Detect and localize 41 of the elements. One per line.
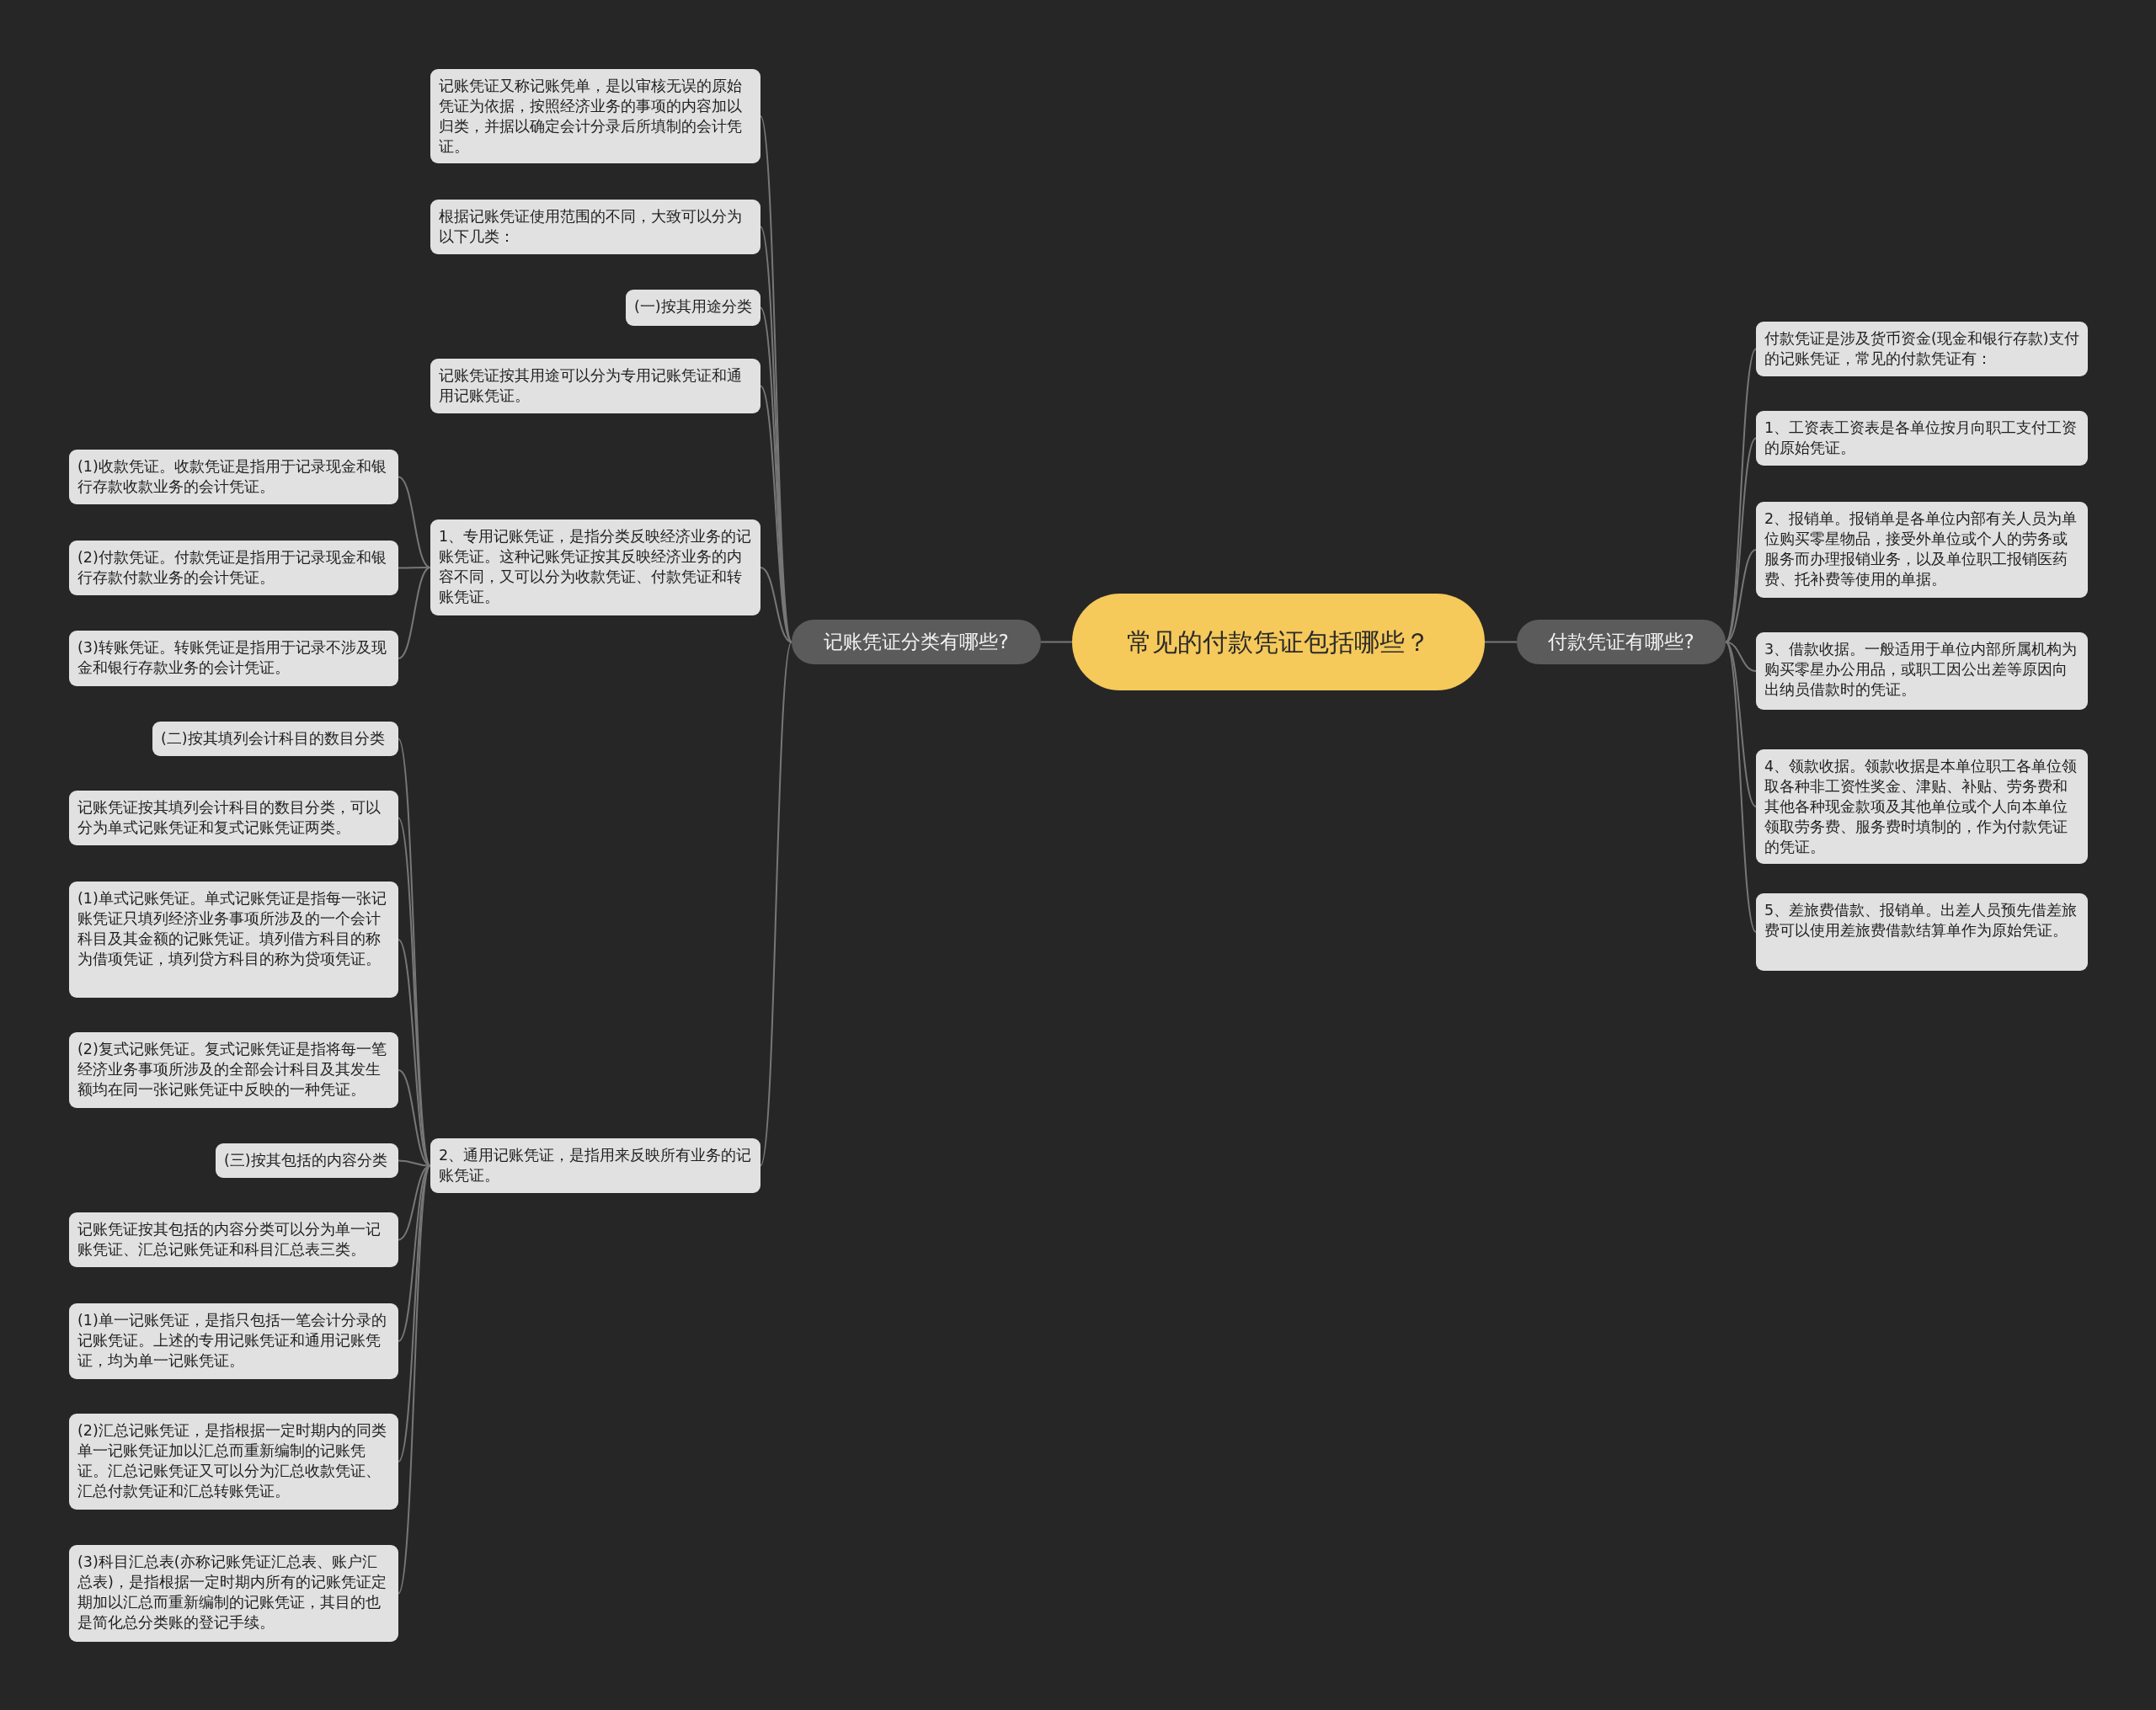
- note-box: (2)付款凭证。付款凭证是指用于记录现金和银行存款付款业务的会计凭证。: [69, 541, 398, 595]
- central-topic: 常见的付款凭证包括哪些？: [1072, 594, 1485, 690]
- connector: [398, 476, 431, 568]
- connector: [1725, 348, 1757, 643]
- connector: [1725, 641, 1757, 933]
- connector: [760, 567, 792, 643]
- note-box: 1、专用记账凭证，是指分类反映经济业务的记账凭证。这种记账凭证按其反映经济业务的内容不同，又可以分为收款凭证、付款凭证和转账凭证。: [430, 519, 760, 615]
- note-box: (三)按其包括的内容分类: [216, 1143, 398, 1178]
- note-box: (1)单一记账凭证，是指只包括一笔会计分录的记账凭证。上述的专用记账凭证和通用记账凭证，均为单一记账凭证。: [69, 1303, 398, 1379]
- note-box: 2、通用记账凭证，是指用来反映所有业务的记账凭证。: [430, 1138, 760, 1193]
- note-box: 记账凭证按其填列会计科目的数目分类，可以分为单式记账凭证和复式记账凭证两类。: [69, 791, 398, 845]
- connector: [398, 567, 431, 659]
- note-box: 记账凭证按其包括的内容分类可以分为单一记账凭证、汇总记账凭证和科目汇总表三类。: [69, 1212, 398, 1267]
- note-box: 3、借款收据。一般适用于单位内部所属机构为购买零星办公用品，或职工因公出差等原因向出纳员借款时的凭证。: [1756, 632, 2088, 710]
- connector: [1725, 437, 1757, 643]
- connector: [1725, 549, 1757, 643]
- note-box: (3)科目汇总表(亦称记账凭证汇总表、账户汇总表)，是指根据一定时期内所有的记账凭证定期加以汇总而重新编制的记账凭证，其目的也是简化总分类账的登记手续。: [69, 1545, 398, 1642]
- topic-pill: 付款凭证有哪些?: [1517, 620, 1726, 664]
- note-box: 记账凭证按其用途可以分为专用记账凭证和通用记账凭证。: [430, 359, 760, 413]
- note-box: 付款凭证是涉及货币资金(现金和银行存款)支付的记账凭证，常见的付款凭证有：: [1756, 322, 2088, 376]
- note-box: (3)转账凭证。转账凭证是指用于记录不涉及现金和银行存款业务的会计凭证。: [69, 631, 398, 686]
- connector: [760, 641, 792, 1167]
- note-box: 4、领款收据。领款收据是本单位职工各单位领取各种非工资性奖金、津贴、补贴、劳务费和其他各种现金款项及其他单位或个人向本单位领取劳务费、服务费时填制的，作为付款凭证的凭证。: [1756, 749, 2088, 864]
- note-box: (2)复式记账凭证。复式记账凭证是指将每一笔经济业务事项所涉及的全部会计科目及其发生额均在同一张记账凭证中反映的一种凭证。: [69, 1032, 398, 1108]
- note-box: (1)收款凭证。收款凭证是指用于记录现金和银行存款收款业务的会计凭证。: [69, 450, 398, 504]
- note-box: 根据记账凭证使用范围的不同，大致可以分为以下几类：: [430, 200, 760, 254]
- connector: [1484, 641, 1518, 643]
- note-box: (二)按其填列会计科目的数目分类: [152, 722, 398, 756]
- connector: [1725, 641, 1757, 672]
- connector: [398, 1164, 431, 1595]
- note-box: 1、工资表工资表是各单位按月向职工支付工资的原始凭证。: [1756, 411, 2088, 466]
- note-box: 2、报销单。报销单是各单位内部有关人员为单位购买零星物品，接受外单位或个人的劳务或服务而办理报销业务，以及单位职工报销医药费、托补费等使用的单据。: [1756, 502, 2088, 598]
- note-box: (1)单式记账凭证。单式记账凭证是指每一张记账凭证只填列经济业务事项所涉及的一个会计科目及其金额的记账凭证。填列借方科目的称为借项凭证，填列贷方科目的称为贷项凭证。: [69, 882, 398, 998]
- topic-pill: 记账凭证分类有哪些?: [792, 620, 1041, 664]
- note-box: 记账凭证又称记账凭单，是以审核无误的原始凭证为依据，按照经济业务的事项的内容加以归类，并据以确定会计分录后所填制的会计凭证。: [430, 69, 760, 163]
- note-box: 5、差旅费借款、报销单。出差人员预先借差旅费可以使用差旅费借款结算单作为原始凭证。: [1756, 893, 2088, 971]
- note-box: (2)汇总记账凭证，是指根据一定时期内的同类单一记账凭证加以汇总而重新编制的记账凭证。汇总记账凭证又可以分为汇总收款凭证、汇总付款凭证和汇总转账凭证。: [69, 1414, 398, 1510]
- connector: [1040, 641, 1073, 643]
- connector: [1725, 641, 1757, 807]
- connector: [398, 1164, 431, 1462]
- note-box: (一)按其用途分类: [626, 290, 760, 326]
